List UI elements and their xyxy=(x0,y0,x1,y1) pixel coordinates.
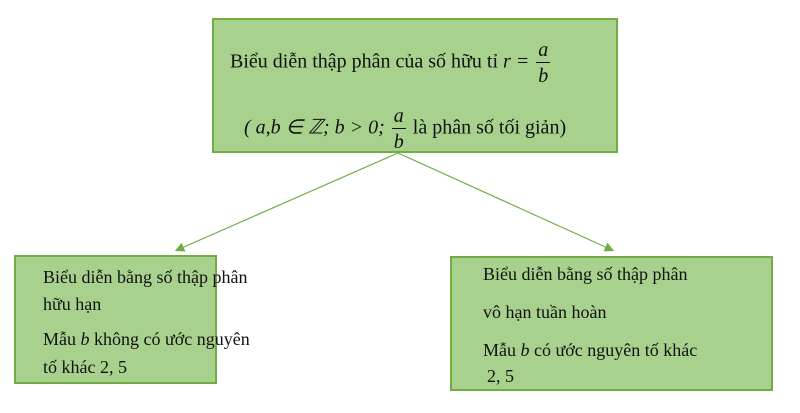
denominator: b xyxy=(538,65,549,87)
left-line-3-pre: Mẫu xyxy=(43,329,76,349)
right-line-1: Biểu diễn bằng số thập phân xyxy=(483,264,688,284)
left-var-b: b xyxy=(80,329,90,349)
right-line-2: vô hạn tuần hoàn xyxy=(483,302,607,322)
left-line-1: Biểu diễn bằng số thập phân xyxy=(43,267,248,287)
repeating-decimal-box: Biểu diễn bằng số thập phân vô hạn tuần … xyxy=(450,256,773,391)
r-equals: r = xyxy=(503,50,530,73)
condition-text: là phân số tối giản) xyxy=(412,116,567,139)
root-title-text: Biểu diễn thập phân của số hữu tỉ xyxy=(230,50,499,73)
left-line-2: hữu hạn xyxy=(43,294,102,314)
left-line-3-post: không có ước nguyên xyxy=(94,329,250,349)
numerator: a xyxy=(391,105,406,129)
right-var-b: b xyxy=(520,340,530,360)
left-line-3: Mẫu b không có ước nguyên xyxy=(43,329,250,350)
right-line-3: Mẫu b có ước nguyên tố khác xyxy=(483,340,697,361)
arrow-to-right xyxy=(397,152,615,252)
right-line-4: 2, 5 xyxy=(487,366,514,386)
finite-decimal-box: Biểu diễn bằng số thập phân hữu hạn Mẫu … xyxy=(14,255,250,384)
right-line-3-pre: Mẫu xyxy=(483,340,516,360)
right-line-3-post: có ước nguyên tố khác xyxy=(534,340,698,360)
condition-math: ( a,b ∈ ℤ; b > 0; xyxy=(244,116,385,139)
denominator: b xyxy=(393,131,404,153)
numerator: a xyxy=(536,39,551,63)
left-line-4: tố khác 2, 5 xyxy=(43,357,127,377)
arrow-to-left xyxy=(174,152,399,252)
